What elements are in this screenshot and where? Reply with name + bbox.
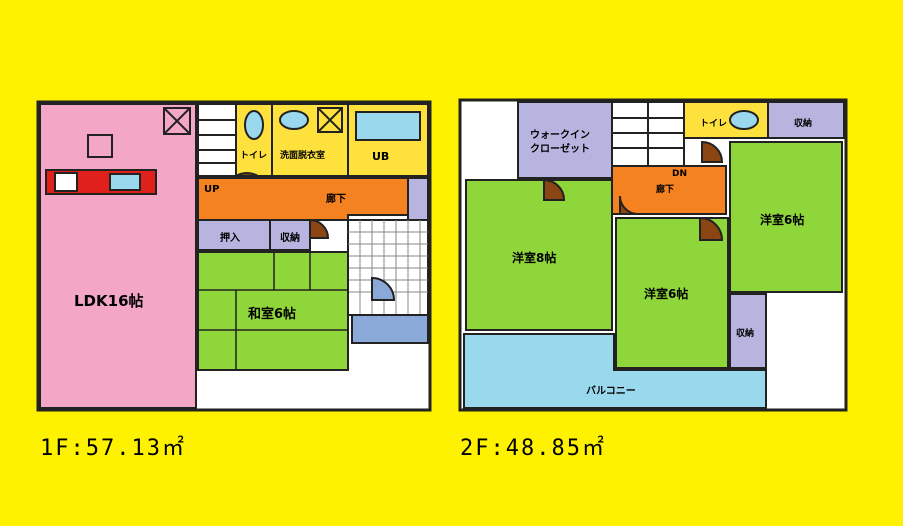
storage-2f-side — [729, 293, 767, 369]
balcony — [463, 333, 767, 409]
floor2-plan — [458, 98, 848, 412]
storage-2f-side-label: 収納 — [736, 327, 754, 339]
toilet-1f-label: トイレ — [240, 150, 267, 161]
balcony-label: バルコニー — [586, 385, 636, 397]
oshiire-label: 押入 — [220, 231, 240, 244]
porch-1f — [351, 314, 429, 344]
bath-label: UB — [372, 150, 389, 163]
kitchen-stove-icon — [54, 172, 78, 192]
walkin-closet — [517, 101, 613, 179]
ldk-label: LDK16帖 — [74, 292, 144, 310]
storage-1f-label: 収納 — [280, 231, 300, 244]
western-8-label: 洋室8帖 — [512, 250, 556, 265]
floor1-area-caption: 1F:57.13㎡ — [40, 436, 186, 461]
floor1-plan — [36, 100, 432, 412]
western-room-6b — [729, 141, 843, 293]
stairs-up-label: UP — [204, 184, 219, 195]
storage-2f-top — [767, 101, 845, 139]
stairs-1f — [197, 103, 237, 177]
walkin-closet-label-1: ウォークイン — [530, 129, 590, 141]
western-6b-label: 洋室6帖 — [760, 212, 804, 227]
kitchen-sink-icon — [109, 173, 141, 191]
storage-1f — [269, 219, 311, 251]
walkin-closet-label-2: クローゼット — [530, 142, 590, 155]
ldk-room — [39, 103, 197, 409]
washroom-label: 洗面脱衣室 — [280, 149, 325, 161]
western-room-8 — [465, 179, 613, 331]
stairs-down-label: DN — [672, 169, 687, 179]
western-room-6a — [615, 217, 729, 369]
floor2-area-caption: 2F:48.85㎡ — [460, 436, 606, 461]
hall-1f — [197, 177, 409, 221]
japanese-label: 和室6帖 — [248, 306, 296, 322]
japanese-room — [197, 251, 349, 371]
range-hood-icon — [87, 134, 113, 158]
western-6a-label: 洋室6帖 — [644, 286, 688, 301]
hall-1f-label: 廊下 — [326, 192, 346, 205]
toilet-2f-label: トイレ — [700, 118, 727, 129]
hall-2f-label: 廊下 — [656, 183, 674, 195]
storage-2f-top-label: 収納 — [794, 117, 812, 129]
oshiire-1f — [197, 219, 271, 251]
